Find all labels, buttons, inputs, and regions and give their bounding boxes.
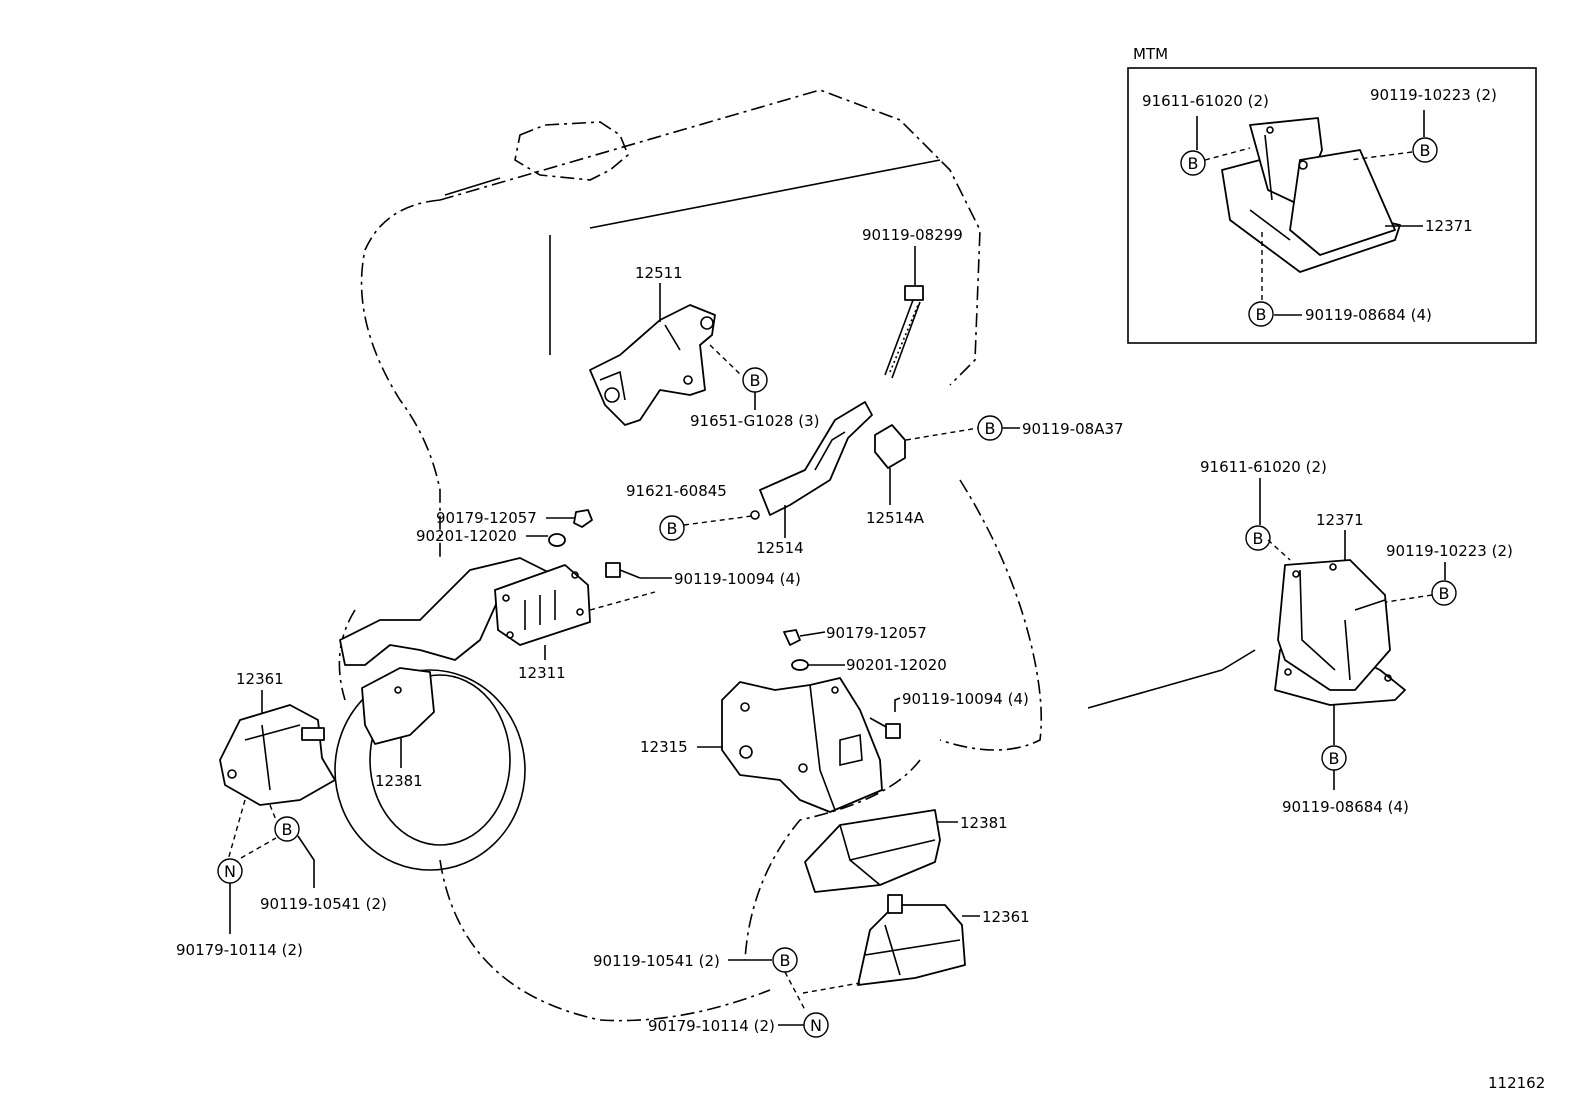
label-12371-right: 12371: [1316, 511, 1364, 529]
part-12371-right: [1274, 559, 1406, 706]
inset-label-bolt-right: 90119-10223 (2): [1370, 86, 1497, 104]
part-12381-left: [361, 667, 435, 745]
label-91651: 91651-G1028 (3): [690, 412, 820, 430]
label-12381-left: 12381: [375, 772, 423, 790]
b-marker-bot: B: [772, 947, 798, 973]
label-12514A: 12514A: [866, 509, 925, 527]
figure-number: 112162: [1488, 1074, 1545, 1092]
label-90119-08A37: 90119-08A37: [1022, 420, 1124, 438]
b-marker-91621: B: [659, 515, 685, 541]
part-12514A-block: [874, 424, 906, 469]
label-90179-12057-a: 90179-12057: [436, 509, 537, 527]
part-12311-mount: [339, 557, 591, 666]
part-long-bolt: [884, 285, 924, 379]
label-12511: 12511: [635, 264, 683, 282]
label-90179-12057-b: 90179-12057: [826, 624, 927, 642]
b-marker-12511: B: [742, 367, 768, 393]
inset-b-marker-right: B: [1412, 137, 1438, 163]
label-90201-12020-a: 90201-12020: [416, 527, 517, 545]
inset-label-bolt-left: 91611-61020 (2): [1142, 92, 1269, 110]
svg-text:B: B: [750, 371, 761, 390]
label-90119-08684-right: 90119-08684 (4): [1282, 798, 1409, 816]
inset-b-marker-bottom: B: [1248, 301, 1274, 327]
label-90179-10114-bot: 90179-10114 (2): [648, 1017, 775, 1035]
engine-outline: [334, 89, 1043, 1022]
svg-text:B: B: [282, 820, 293, 839]
label-90119-10223-right: 90119-10223 (2): [1386, 542, 1513, 560]
mtm-inset: MTM 91611-61020 (2) 90119-10223 (2) 1237…: [1127, 45, 1537, 344]
svg-text:B: B: [1439, 584, 1450, 603]
b-marker-08684-right: B: [1321, 745, 1347, 771]
part-12514-bracket: [750, 401, 873, 520]
b-marker-10223-right: B: [1431, 580, 1457, 606]
label-91621: 91621-60845: [626, 482, 727, 500]
label-12315: 12315: [640, 738, 688, 756]
svg-text:B: B: [780, 951, 791, 970]
inset-b-marker-left: B: [1180, 150, 1206, 176]
label-90119-08299: 90119-08299: [862, 226, 963, 244]
svg-text:B: B: [1256, 305, 1267, 324]
svg-text:N: N: [810, 1016, 822, 1035]
part-12511-bracket: [589, 304, 716, 426]
svg-text:B: B: [1329, 749, 1340, 768]
svg-text:B: B: [1188, 154, 1199, 173]
nut-90179-12057-b: [783, 629, 801, 646]
label-12381-right: 12381: [960, 814, 1008, 832]
washer-90201-12020-a: [548, 533, 566, 547]
label-91611-right: 91611-61020 (2): [1200, 458, 1327, 476]
label-90201-12020-b: 90201-12020: [846, 656, 947, 674]
part-12361-right: [857, 894, 966, 986]
label-90119-10094-a: 90119-10094 (4): [674, 570, 801, 588]
svg-text:B: B: [985, 419, 996, 438]
label-12361-right: 12361: [982, 908, 1030, 926]
label-90179-10114-left: 90179-10114 (2): [176, 941, 303, 959]
b-marker-08A37: B: [977, 415, 1003, 441]
inset-label-mount: 12371: [1425, 217, 1473, 235]
label-12311: 12311: [518, 664, 566, 682]
bolt-90119-10094-b: [869, 717, 901, 739]
nut-90179-12057-a: [573, 509, 593, 528]
inset-label-bolt-bottom: 90119-08684 (4): [1305, 306, 1432, 324]
inset-frame: [1127, 67, 1537, 344]
n-marker-bot: N: [803, 1012, 829, 1038]
part-12315-bracket: [721, 677, 883, 813]
part-12381-right: [804, 809, 941, 893]
label-90119-10541-bot: 90119-10541 (2): [593, 952, 720, 970]
inset-mount-12371: [1221, 117, 1401, 273]
label-12514: 12514: [756, 539, 804, 557]
bolt-90119-10094-a: [605, 562, 641, 579]
label-90119-10094-b: 90119-10094 (4): [902, 690, 1029, 708]
svg-text:N: N: [224, 862, 236, 881]
label-12361-left: 12361: [236, 670, 284, 688]
inset-title: MTM: [1133, 45, 1168, 63]
part-12361-left: [219, 704, 336, 806]
svg-text:B: B: [667, 519, 678, 538]
washer-90201-12020-b: [791, 659, 809, 671]
label-90119-10541-left: 90119-10541 (2): [260, 895, 387, 913]
svg-text:B: B: [1420, 141, 1431, 160]
b-marker-91611-right: B: [1245, 525, 1271, 551]
b-marker-left: B: [274, 816, 300, 842]
n-marker-left: N: [217, 858, 243, 884]
svg-text:B: B: [1253, 529, 1264, 548]
